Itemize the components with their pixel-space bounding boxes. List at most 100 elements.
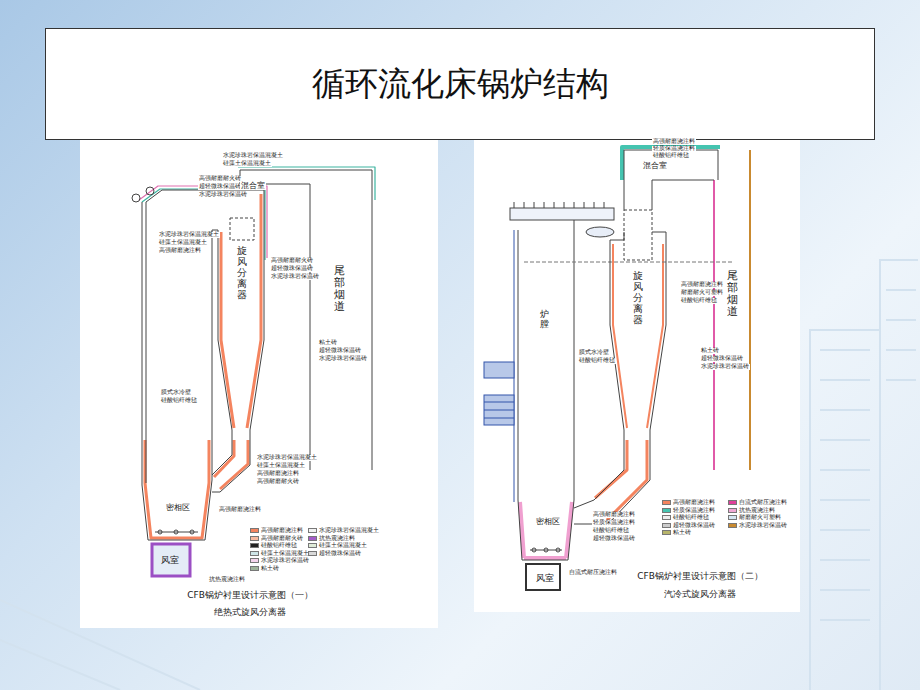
legend-swatch [250,543,259,548]
material-callout: 硅酸铝纤维毡 [592,528,630,534]
material-callout: 高强耐磨耐火砖 [270,258,314,264]
legend-text: 硅藻土保温混凝土 [261,551,309,557]
legend-text: 高强耐磨耐火砖 [261,536,303,542]
region-label: 旋风分离器 [633,270,643,325]
region-name: 尾部烟道 [727,270,738,318]
legend-text: 水泥珍珠岩保温混凝土 [319,528,379,534]
legend-entry: 硅藻土保温混凝土 [250,551,309,557]
chamber-name: 混合室 [642,162,668,170]
legend-swatch [308,543,317,548]
material-callout: 膜式水冷壁 [160,390,192,396]
region-label: 密相区 [166,502,190,513]
material-callout: 超轻微珠保温砖 [592,536,636,542]
figure-subcaption: 汽冷式旋风分离器 [574,588,826,601]
material-callout: 超轻微珠保温砖 [198,184,242,190]
legend-swatch [250,566,259,571]
material-callout: 抗热震浇注料 [208,577,246,583]
legend-text: 硅酸铝纤维毡 [261,543,297,549]
figure-caption: CFB锅炉衬里设计示意图（一） [80,589,420,602]
legend-text: 抗热震浇注料 [319,536,355,542]
legend-text: 超轻微珠保温砖 [673,523,715,529]
legend-entry: 抗热震浇注料 [728,508,775,514]
legend-swatch [728,508,737,513]
material-callout: 水泥珍珠岩保温混凝土 [222,153,284,159]
legend-text: 粘土砖 [673,530,691,536]
boiler-drawing-steam-cooled [474,140,800,612]
material-callout: 硅酸铝纤维毡 [160,398,198,404]
legend-entry: 高强耐磨浇注料 [250,528,303,534]
legend-text: 自流式耐压浇注料 [739,500,787,506]
region-name: 尾部烟道 [334,265,345,313]
legend-swatch [662,530,671,535]
material-callout: 膜式水冷壁 [578,350,610,356]
material-callout: 水泥珍珠岩保温混凝土 [158,232,220,238]
legend-entry: 硅酸铝纤维毡 [250,543,297,549]
legend-entry: 粘土砖 [250,566,279,572]
region-label: 炉膛 [540,310,549,330]
legend-entry: 粘土砖 [662,530,691,536]
legend-swatch [308,536,317,541]
legend-entry: 水泥珍珠岩保温砖 [728,523,787,529]
material-callout: 硅酸铝纤维毡 [652,153,690,159]
slide-title: 循环流化床锅炉结构 [312,62,609,107]
legend-text: 硅酸铝纤维毡 [673,515,709,521]
diagram-panel: CFB锅炉衬里设计示意图（一） 绝热式旋风分离器 旋风分离器 尾部烟道密相区风室 [80,140,438,628]
legend-entry: 耐磨耐火可塑料 [728,515,781,521]
legend-entry: 轻质保温浇注料 [662,508,715,514]
region-label: 风室 [536,572,554,585]
legend-entry: 高强耐磨耐火砖 [250,536,303,542]
legend-swatch [662,508,671,513]
legend-swatch [308,551,317,556]
legend-entry: 硅藻土保温混凝土 [308,543,367,549]
material-callout: 硅酸铝纤维毡 [680,298,718,304]
legend-entry: 硅酸铝纤维毡 [662,515,709,521]
material-callout: 水泥珍珠岩保温砖 [700,364,750,370]
region-name: 旋风分离器 [237,245,247,300]
material-callout: 水泥珍珠岩保温砖 [198,192,248,198]
legend-text: 水泥珍珠岩保温砖 [261,558,309,564]
material-callout: 自流式耐压浇注料 [568,570,618,576]
region-name: 旋风分离器 [633,270,643,325]
material-callout: 超轻微珠保温砖 [270,266,314,272]
legend-swatch [728,523,737,528]
region-name: 密相区 [536,516,560,527]
legend-swatch [250,551,259,556]
region-label: 尾部烟道 [727,270,738,318]
material-callout: 硅酸铝纤维毡 [578,358,616,364]
material-callout: 水泥珍珠岩保温砖 [318,356,368,362]
material-callout: 高强耐磨浇注料 [218,507,262,513]
material-callout: 硅藻土保温混凝土 [222,161,272,167]
region-name: 密相区 [166,502,190,513]
legend-swatch [662,515,671,520]
chamber-name: 混合室 [240,182,266,190]
region-name: 风室 [161,554,179,567]
legend-text: 超轻微珠保温砖 [319,551,361,557]
material-callout: 高强耐磨耐火砖 [256,479,300,485]
material-callout: 轻质保温浇注料 [592,520,636,526]
material-callout: 粘土砖 [700,348,720,354]
legend-text: 水泥珍珠岩保温砖 [739,523,787,529]
region-label: 风室 [161,554,179,567]
boiler-drawing-adiabatic [80,140,438,628]
diagram-panel: CFB锅炉衬里设计示意图（二）汽冷式旋风分离器炉膛旋风分离器尾部烟道密相区风室 [474,140,800,612]
material-callout: 高强耐磨浇注料 [256,471,300,477]
legend-entry: 自流式耐压浇注料 [728,500,787,506]
region-label: 旋风分离器 [237,245,247,300]
material-callout: 粘土砖 [318,340,338,346]
material-callout: 高强耐磨浇注料 [592,512,636,518]
legend-swatch [662,500,671,505]
legend-text: 粘土砖 [261,566,279,572]
legend-swatch [308,528,317,533]
region-name: 风室 [536,572,554,585]
legend-text: 耐磨耐火可塑料 [739,515,781,521]
region-name: 炉膛 [540,310,549,330]
material-callout: 高强耐磨浇注料 [680,282,724,288]
material-callout: 高强耐磨浇注料 [652,139,696,145]
material-callout: 高强耐磨耐火砖 [198,176,242,182]
material-callout: 硅藻土保温混凝土 [158,240,208,246]
legend-entry: 抗热震浇注料 [308,536,355,542]
material-callout: 超轻微珠保温砖 [318,348,362,354]
figure-subcaption: 绝热式旋风分离器 [80,606,420,619]
legend-entry: 高强耐磨浇注料 [662,500,715,506]
